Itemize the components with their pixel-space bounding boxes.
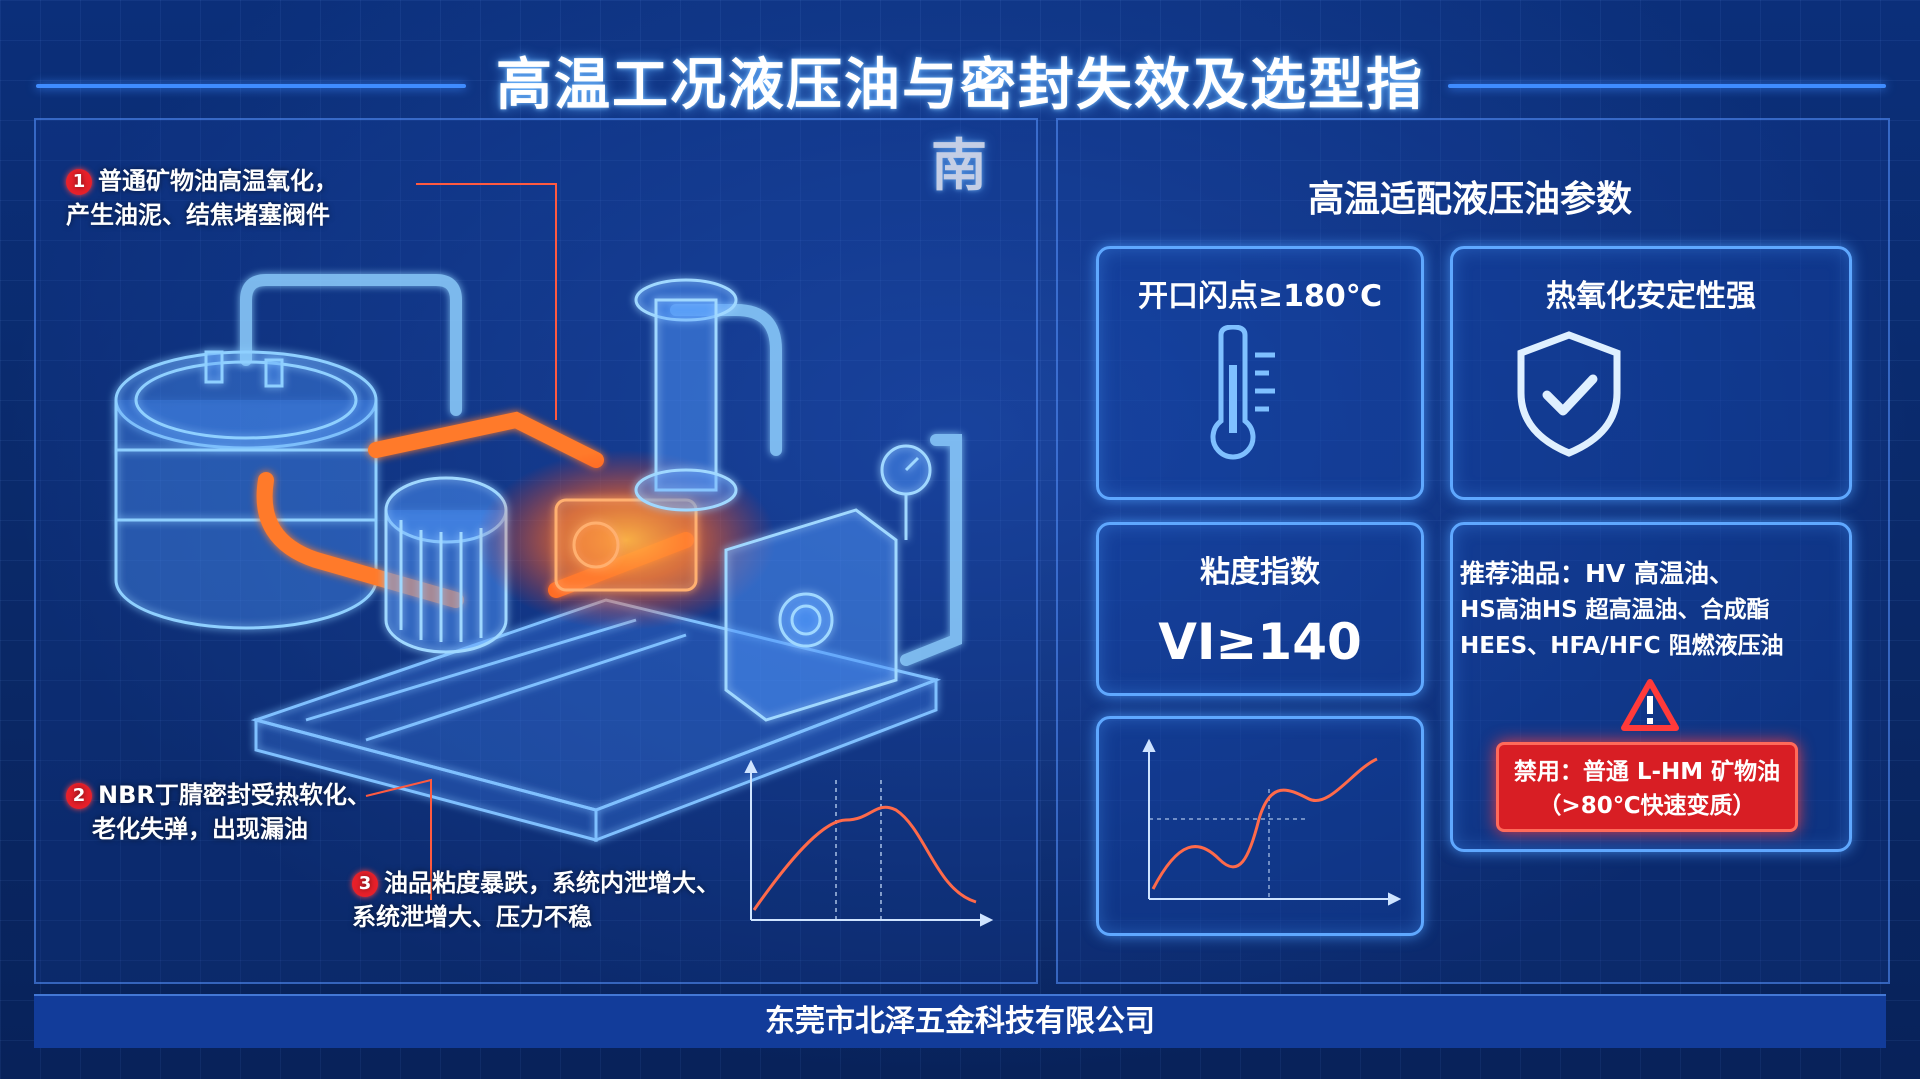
company-footer: 东莞市北泽五金科技有限公司 <box>34 994 1886 1048</box>
warning-triangle-icon <box>1621 679 1679 731</box>
card-viscosity-index: 粘度指数 VI≥140 <box>1096 522 1424 696</box>
card-oxidation-stability: 热氧化安定性强 <box>1450 246 1852 500</box>
prohibited-oil-warning: 禁用：普通 L-HM 矿物油 （>80℃快速变质） <box>1496 742 1798 832</box>
title-line-right <box>1448 84 1886 88</box>
mini-chart <box>744 759 994 927</box>
callout-number-1: 1 <box>66 169 92 195</box>
ban-line: （>80℃快速变质） <box>1538 793 1756 819</box>
recommend-line: HEES、HFA/HFC 阻燃液压油 <box>1460 633 1784 659</box>
line-graph-icon <box>1142 738 1402 906</box>
callout-line: NBR丁腈密封受热软化、 <box>98 781 371 809</box>
recommend-line: HS高油HS 超高温油、合成酯 <box>1460 597 1770 623</box>
card-curve-graph <box>1096 716 1424 936</box>
viscosity-value: VI≥140 <box>1158 613 1362 671</box>
callout-line: 系统泄增大、压力不稳 <box>352 903 592 931</box>
title-line-left <box>36 84 466 88</box>
callout-line: 产生油泥、结焦堵塞阀件 <box>66 201 330 229</box>
card-flash-point: 开口闪点≥180℃ <box>1096 246 1424 500</box>
title-bar: 高温工况液压油与密封失效及选型指南 <box>0 30 1920 199</box>
card-title: 开口闪点≥180℃ <box>1137 279 1383 314</box>
recommended-oils-text: 推荐油品：HV 高温油、 HS高油HS 超高温油、合成酯 HEES、HFA/HF… <box>1460 556 1820 664</box>
recommend-line: 推荐油品：HV 高温油、 <box>1460 559 1734 588</box>
shield-check-icon <box>1517 331 1621 457</box>
callout-line: 老化失弹，出现漏油 <box>92 815 308 843</box>
ban-line: 禁用：普通 L-HM 矿物油 <box>1513 759 1781 785</box>
section-title: 高温适配液压油参数 <box>1307 179 1632 220</box>
card-title: 热氧化安定性强 <box>1546 279 1756 314</box>
thermometer-icon <box>1210 325 1275 460</box>
page-title: 高温工况液压油与密封失效及选型指南 <box>496 53 1424 199</box>
card-title: 粘度指数 <box>1200 555 1320 590</box>
right-panel <box>1056 118 1890 984</box>
callout-line: 普通矿物油高温氧化， <box>98 167 338 195</box>
callout-number-3: 3 <box>352 871 378 897</box>
callout-number-2: 2 <box>66 783 92 809</box>
hydraulic-station-illustration <box>114 183 994 927</box>
callout-line: 油品粘度暴跌，系统内泄增大、 <box>384 869 720 897</box>
